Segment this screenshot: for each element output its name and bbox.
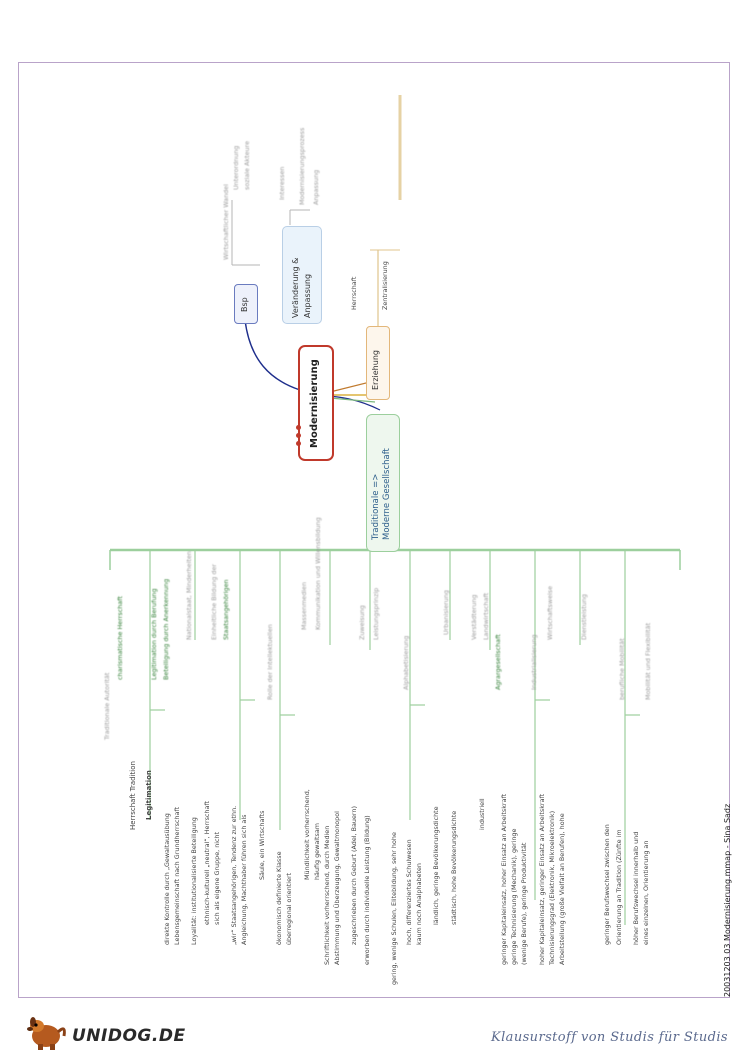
branch-label: berufliche Mobilität (618, 638, 626, 700)
detail-text: Mündlichkeit vorherrschend, (303, 789, 311, 880)
tradition-label-1: Traditionale => (371, 473, 381, 540)
logo-text: UNIDOG.DE (72, 1026, 186, 1046)
detail-text: (wenige Berufe), geringe Produktivität (520, 842, 528, 965)
branch-label: Mobilität und Flexibilität (644, 622, 652, 700)
veraenderung-label: Veränderung & Anpassung (291, 257, 312, 318)
detail-text: häufig gewaltsam (313, 822, 321, 880)
central-node-dots (296, 425, 302, 449)
note-blurred: soziale Akteure (243, 140, 251, 190)
branch-label: Industrialisierung (530, 634, 538, 690)
tagline: Klausurstoff von Studis für Studis (491, 1030, 728, 1045)
detail-text: zugeschrieben durch Geburt (Adel, Bauern… (350, 806, 358, 945)
detail-text: Säule, ein Wirtschafts (258, 810, 266, 880)
branch-label: Kommunikation und Willensbildung (314, 517, 322, 630)
branch-label: Einheitliche Bildung der (210, 563, 218, 640)
branch-label: Staatsangehörigen (222, 579, 230, 640)
note-blurred: Modernisierungsprozess (298, 127, 306, 205)
branch-label: Dienstleistung (580, 594, 588, 640)
branch-label: Agrargesellschaft (494, 634, 502, 690)
detail-text: erworben durch individuelle Leistung (Bi… (363, 815, 371, 965)
branch-label: Beteiligung durch Anerkennung (162, 578, 170, 680)
branch-label: Massenmedien (300, 581, 308, 630)
detail-text: höher Berufswechsel innerhalb und (632, 831, 640, 945)
bsp-node[interactable] (234, 284, 258, 324)
document-filename: 20031203 03 Modernisierung.mmap - Sina S… (723, 803, 732, 997)
detail-text: hoher Kapitaleinsatz, geringer Einsatz a… (538, 793, 546, 965)
detail-text: ländlich, geringe Bevölkerungsdichte (432, 806, 440, 925)
detail-text: ethnisch-kulturell „neutral“, Herrschaft (203, 800, 211, 925)
detail-text: geringer Kapitaleinsatz, hoher Einsatz a… (500, 793, 508, 965)
detail-text: geringe Technisierung (Mechanik), gering… (510, 828, 518, 965)
detail-text: hoch, differenziertes Schulwesen (405, 839, 413, 945)
detail-text: gering, wenige Schulen, Elitebildung, se… (390, 832, 398, 985)
detail-text: Loyalität: institutionalisierte Beteilig… (190, 817, 198, 945)
erziehung-node[interactable] (366, 326, 390, 400)
tradition-label-2: Moderne Gesellschaft (382, 448, 392, 540)
note-blurred: Anpassung (312, 169, 320, 205)
detail-text: Angleichung, Machthaber führen sich als (240, 814, 248, 945)
detail-text: eines einzelnen, Orientierung an (642, 840, 650, 945)
detail-text: direkte Kontrolle durch „Gewaltausübung (163, 813, 171, 945)
herrschaft-label: Herrschaft (350, 276, 358, 310)
detail-text: Orientierung an Tradition (Zünfte im (615, 829, 623, 945)
branch-label: Legitimation durch Berufung (150, 588, 158, 681)
detail-text: Lebensgemeinschaft nach Grundherrschaft (173, 806, 181, 945)
detail-text: Legitimation (145, 770, 153, 820)
detail-text: „wir“ Staatsangehörigen, Tendenz zur eth… (230, 805, 238, 945)
branch-label: Urbanisierung (442, 590, 450, 635)
branch-label: Nationalstaat, Minderheiten (185, 551, 193, 640)
dog-icon (27, 1017, 66, 1050)
branch-label: Rolle der Intellektuellen (266, 624, 274, 700)
detail-text: kaum noch Analphabeten (415, 863, 423, 945)
unidog-logo[interactable]: UNIDOG.DE (22, 1012, 185, 1052)
note-blurred: Unterordnung (232, 145, 240, 190)
branch-label: charismatische Herrschaft (116, 596, 124, 680)
page-frame (18, 62, 730, 998)
tradition-node[interactable] (366, 414, 400, 552)
central-node-label: Modernisierung (309, 359, 320, 448)
branch-label: Verstädterung (470, 594, 478, 640)
detail-text: Abstimmung und Überzeugung, Gewaltmonopo… (333, 811, 341, 965)
detail-text: Arbeitsteilung (große Vielfalt an Berufe… (558, 813, 566, 965)
branch-label: Landwirtschaft (482, 592, 490, 640)
branch-label: Leistungsprinzip (372, 587, 380, 640)
detail-text: geringer Berufswechsel zwischen den (603, 824, 611, 945)
detail-text: Technisierungsgrad (Elektronik, Mikroele… (548, 810, 556, 965)
detail-text: ökonomisch definierte Klasse (275, 851, 283, 945)
branch-label: Wirtschaftsweise (546, 585, 554, 640)
bsp-label: Bsp (240, 297, 249, 312)
veraenderung-node[interactable] (282, 226, 322, 324)
detail-text: überregional orientiert (285, 872, 293, 945)
detail-text: Herrschaft Tradition (129, 761, 137, 830)
central-node[interactable] (298, 345, 334, 461)
zentralisierung-label: Zentralisierung (381, 261, 389, 310)
branch-label: Zuweisung (358, 605, 366, 640)
detail-text: städtisch, hohe Bevölkerungsdichte (450, 810, 458, 925)
note-blurred: Wirtschaftlicher Wandel (222, 184, 230, 260)
detail-text: sich als eigene Gruppe, nicht (213, 831, 221, 925)
branch-label: Traditionale Autorität (103, 672, 111, 740)
erziehung-label: Erziehung (371, 350, 380, 390)
branch-label: Alphabetisierung (402, 635, 410, 690)
detail-text: Schriftlichkeit vorherrschend, durch Med… (323, 825, 331, 965)
note-blurred: Interessen (278, 166, 286, 200)
detail-text: industriell (478, 798, 486, 830)
